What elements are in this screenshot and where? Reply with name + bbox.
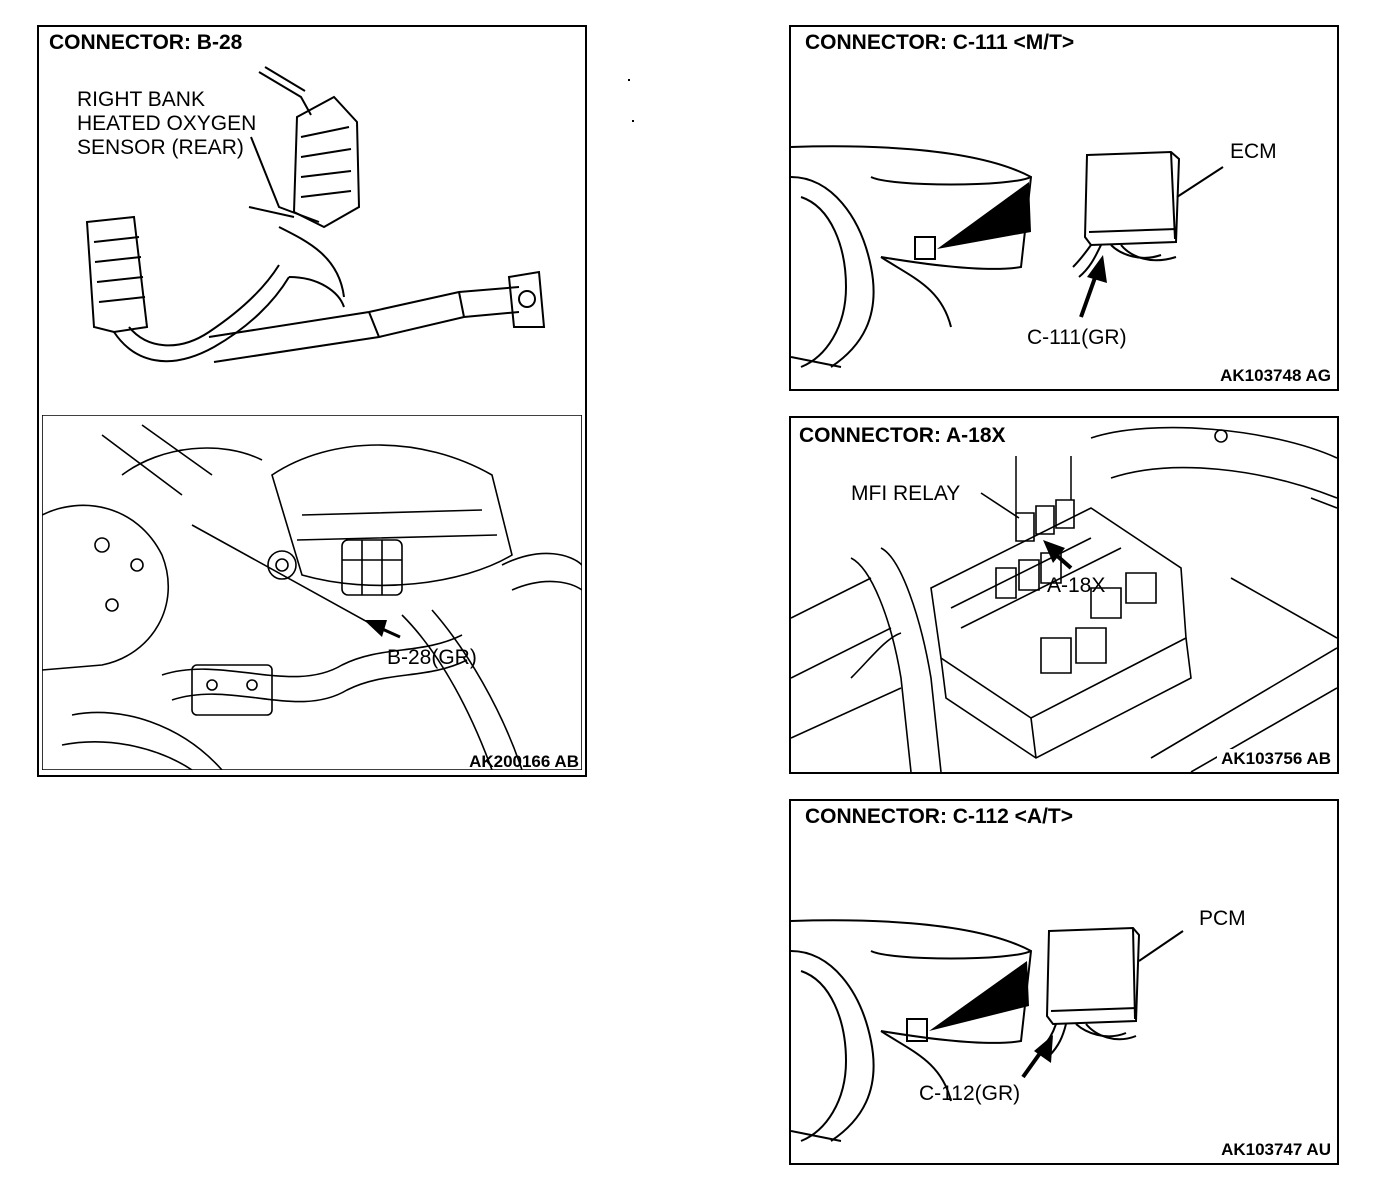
scan-speck	[628, 79, 630, 81]
panel-connector-b28: CONNECTOR: B-28 RIGHT BANK HEATED OXYGEN…	[37, 25, 587, 777]
sensor-label-line-2: HEATED OXYGEN	[77, 112, 257, 135]
panel-connector-c111: CONNECTOR: C-111 <M/T> ECM C-111(GR) AK1…	[789, 25, 1339, 391]
panel-connector-c112: CONNECTOR: C-112 <A/T> PCM C-112(GR) AK1…	[789, 799, 1339, 1165]
engine-bay-illustration	[42, 415, 582, 770]
mfi-relay-label: MFI RELAY	[851, 482, 961, 506]
sensor-label-line-1: RIGHT BANK	[77, 88, 205, 111]
relay-box-illustration	[791, 418, 1337, 772]
panel-title: CONNECTOR: C-111 <M/T>	[805, 31, 1075, 54]
panel-connector-a18x: CONNECTOR: A-18X MFI RELAY A-18X AK10375…	[789, 416, 1339, 774]
panel-title: CONNECTOR: B-28	[49, 31, 243, 54]
dashboard-pcm-illustration	[791, 801, 1337, 1163]
figure-code: AK103756 AB	[1217, 749, 1331, 769]
panel-title: CONNECTOR: C-112 <A/T>	[805, 805, 1074, 828]
dashboard-ecm-illustration	[791, 27, 1337, 389]
ecm-label: ECM	[1230, 140, 1277, 163]
figure-code: AK103747 AU	[1221, 1140, 1331, 1159]
c111-connector-label: C-111(GR)	[1027, 326, 1127, 349]
sensor-label: RIGHT BANK HEATED OXYGEN SENSOR (REAR)	[77, 88, 256, 160]
scan-speck	[632, 120, 634, 122]
b28-connector-label: B-28(GR)	[387, 646, 477, 669]
figure-code: AK200166 AB	[469, 752, 579, 771]
figure-code: AK103748 AG	[1220, 366, 1331, 385]
pcm-label: PCM	[1199, 907, 1246, 930]
c112-connector-label: C-112(GR)	[919, 1082, 1021, 1105]
sensor-label-line-3: SENSOR (REAR)	[77, 136, 244, 159]
a18x-connector-label: A-18X	[1047, 574, 1106, 597]
panel-title: CONNECTOR: A-18X	[799, 424, 1010, 448]
exhaust-system-illustration	[39, 27, 585, 415]
